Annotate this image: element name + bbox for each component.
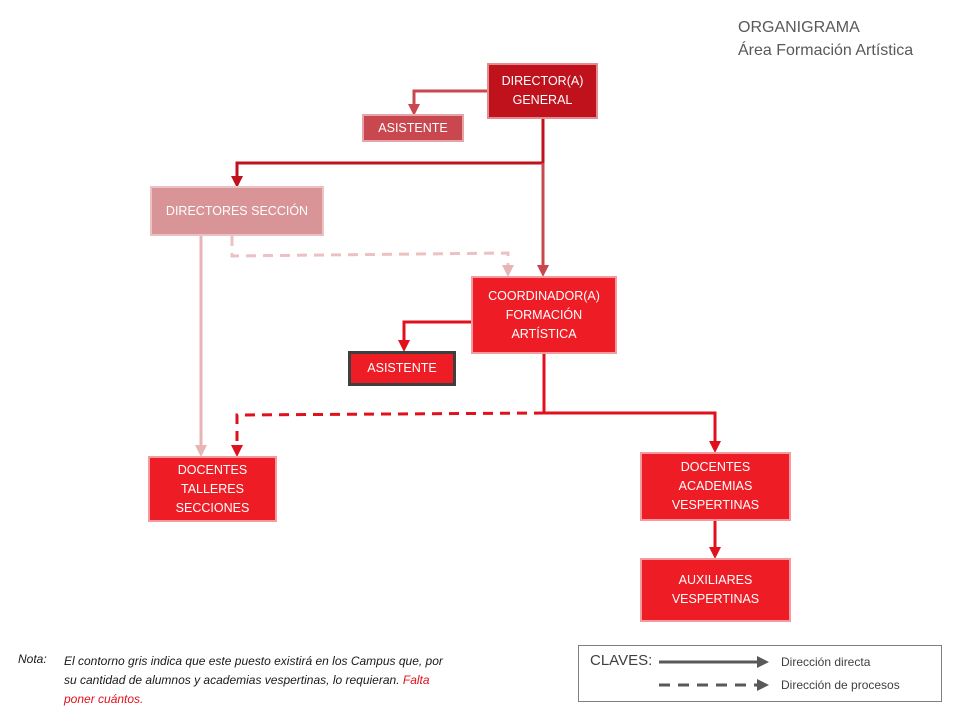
title-line-2: Área Formación Artística bbox=[738, 42, 914, 59]
line-coordinador-docentes-academias bbox=[542, 354, 721, 453]
node-asistente-director: ASISTENTE bbox=[362, 114, 464, 142]
legend-box: CLAVES: Dirección directa Dirección de p… bbox=[578, 645, 942, 702]
line-director-asistente bbox=[408, 89, 487, 116]
line-coordinador-docentes-talleres-dashed bbox=[231, 411, 545, 457]
note-label: Nota: bbox=[18, 652, 47, 666]
note-text: El contorno gris indica que este puesto … bbox=[64, 652, 444, 709]
title-line-1: ORGANIGRAMA bbox=[738, 19, 860, 36]
node-docentes-talleres: DOCENTES TALLERES SECCIONES bbox=[148, 456, 277, 522]
legend-title: CLAVES: bbox=[590, 652, 653, 669]
line-director-directores-seccion bbox=[231, 119, 545, 188]
line-directores-coordinador-dashed bbox=[230, 236, 514, 277]
line-coordinador-asistente bbox=[398, 320, 471, 352]
legend-direct-label: Dirección directa bbox=[781, 655, 871, 669]
note-body: El contorno gris indica que este puesto … bbox=[64, 654, 443, 687]
note-highlight: Falta poner cuántos. bbox=[64, 673, 430, 706]
chart-title: ORGANIGRAMA Área Formación Artística bbox=[738, 16, 913, 62]
node-docentes-academias: DOCENTES ACADEMIAS VESPERTINAS bbox=[640, 452, 791, 521]
node-directores-seccion: DIRECTORES SECCIÓN bbox=[150, 186, 324, 236]
node-asistente-coordinador: ASISTENTE bbox=[348, 351, 456, 386]
node-auxiliares: AUXILIARES VESPERTINAS bbox=[640, 558, 791, 622]
node-coordinador: COORDINADOR(A) FORMACIÓN ARTÍSTICA bbox=[471, 276, 617, 354]
legend-lines bbox=[659, 656, 769, 691]
node-director-general: DIRECTOR(A) GENERAL bbox=[487, 63, 598, 119]
legend-process-label: Dirección de procesos bbox=[781, 678, 900, 692]
